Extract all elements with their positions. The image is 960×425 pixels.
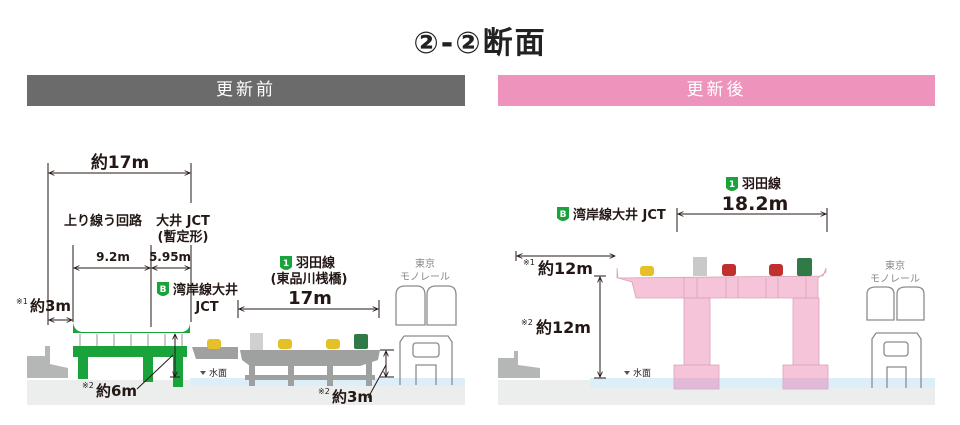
monorail-label-2: モノレール	[400, 272, 450, 283]
haneda-route-badge: 1	[280, 256, 292, 270]
before-diagram: 東京 モノレール 約17m 上り線う回路 大井 JCT (暫定形) 9.2m 5…	[16, 152, 465, 406]
new-haneda-bridge	[616, 267, 829, 390]
monorail-label-2: モノレール	[870, 274, 920, 285]
height-b: 約3m	[332, 388, 373, 406]
footing-underwater	[783, 378, 828, 389]
water-level-icon	[200, 371, 206, 375]
bayshore-label: 湾岸線大井	[173, 282, 238, 298]
height-a: 約6m	[96, 382, 137, 400]
haneda-width: 18.2m	[722, 193, 789, 215]
seawall	[498, 351, 540, 378]
seawall	[27, 346, 68, 378]
svg-text:B: B	[560, 210, 567, 220]
note-2-marker: ※2	[521, 318, 533, 327]
water-level-icon	[624, 371, 630, 375]
total-width-label: 約17m	[91, 152, 149, 173]
after-header: 更新後	[498, 75, 935, 106]
offset-value: 約12m	[538, 259, 593, 278]
svg-text:1: 1	[729, 180, 735, 190]
haneda-route-badge: 1	[726, 177, 738, 191]
dimension-lines	[47, 163, 394, 399]
dimension-lines	[515, 208, 828, 379]
existing-haneda-bridge	[192, 347, 380, 386]
note-2-marker: ※2	[82, 381, 94, 390]
height-value: 約12m	[536, 318, 591, 337]
water-surface	[590, 378, 935, 388]
monorail-structure	[866, 286, 925, 388]
bayshore-label: 湾岸線大井 JCT	[573, 207, 666, 223]
after-diagram: 東京 モノレール 1 羽田線 18.2m B 湾岸線大井 JCT ※1 約12m…	[498, 176, 935, 405]
haneda-label: 羽田線	[296, 255, 336, 271]
jct-width: 5.95m	[149, 250, 191, 264]
jct-label: 大井 JCT	[156, 213, 210, 229]
haneda-label: 羽田線	[742, 176, 782, 192]
note-1-marker: ※1	[16, 297, 28, 306]
jct-note: (暫定形)	[158, 229, 209, 245]
note-2-marker-b: ※2	[318, 387, 330, 396]
detour-label: 上り線う回路	[64, 213, 143, 229]
offset-value: 約3m	[30, 297, 71, 315]
footing-underwater	[674, 378, 719, 389]
cars	[640, 257, 812, 276]
svg-text:B: B	[160, 285, 167, 295]
detour-width: 9.2m	[96, 250, 130, 264]
cars	[207, 333, 368, 350]
bayshore-route-badge: B	[557, 207, 569, 221]
water-label: 水面	[633, 367, 651, 379]
bayshore-label-jct: JCT	[194, 300, 218, 315]
section-title: ②-②断面	[413, 26, 547, 61]
note-1-marker: ※1	[523, 258, 535, 267]
before-header: 更新前	[27, 75, 465, 106]
water-label: 水面	[209, 367, 227, 379]
bayshore-route-badge: B	[157, 282, 169, 296]
haneda-width: 17m	[288, 288, 332, 309]
monorail-structure	[395, 285, 457, 385]
svg-text:1: 1	[283, 259, 289, 269]
temporary-structure	[73, 322, 190, 387]
monorail-label-1: 東京	[415, 257, 435, 270]
monorail-label-1: 東京	[885, 259, 905, 272]
haneda-note: (東品川桟橋)	[271, 271, 348, 287]
